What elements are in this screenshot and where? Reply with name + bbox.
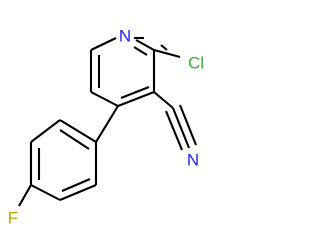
bond-p1-p2 <box>59 119 97 143</box>
fluorophenyl-ring <box>29 119 98 201</box>
bond-cn-triple-3 <box>179 104 197 146</box>
nitrile-nitrogen-label: N <box>187 151 199 170</box>
ring-nitrogen-label: N <box>119 27 131 46</box>
bond-p2-p3 <box>30 119 61 143</box>
bond-c2-n1-double <box>133 46 148 56</box>
bond-cn-triple-2 <box>165 110 183 151</box>
bond-c4-phenyl <box>95 105 119 143</box>
pyridine-ring <box>89 36 168 107</box>
fluorine-label: F <box>8 209 18 228</box>
bond-n1-c2 <box>160 44 168 51</box>
chemical-structure-diagram: N Cl N F <box>8 27 204 228</box>
bond-p4-f <box>18 184 32 207</box>
bond-p4-p5 <box>30 184 61 201</box>
bond-cn-triple-1 <box>172 107 190 149</box>
bond-c2-cl <box>153 48 181 59</box>
bond-p5-p6 <box>59 184 97 201</box>
bond-c4-c3 <box>117 91 155 107</box>
bond-c2-n1 <box>135 39 155 51</box>
chlorine-label: Cl <box>188 54 204 73</box>
bond-p5-p6-double <box>61 178 91 192</box>
bond-n1-c6 <box>90 37 117 51</box>
nitrile-group <box>153 91 197 151</box>
bond-c4-c3-double <box>120 86 150 99</box>
bond-c5-c4 <box>90 91 119 107</box>
bond-c3-cn <box>153 91 174 109</box>
bond-p1-p2-double <box>59 129 90 150</box>
